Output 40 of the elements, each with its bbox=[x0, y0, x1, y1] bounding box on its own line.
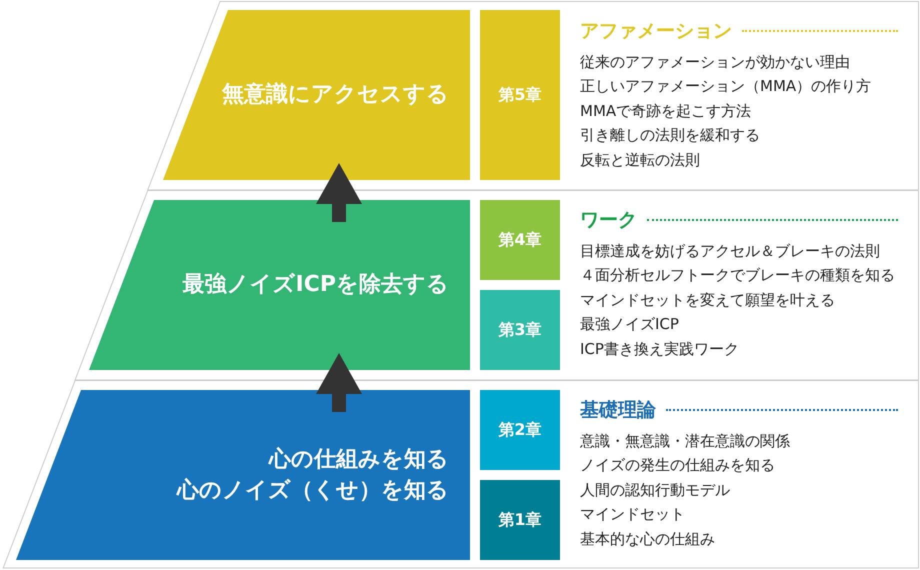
panel-title: 心のノイズ（くせ）を知る bbox=[177, 478, 449, 502]
arrow bbox=[316, 163, 362, 222]
chapter-tile bbox=[480, 480, 560, 560]
chapter-tile bbox=[480, 390, 560, 470]
list-item: MMAで奇跡を起こす方法 bbox=[580, 100, 752, 122]
panel-title: 最強ノイズICPを除去する bbox=[182, 273, 449, 297]
list-item: 基本的な心の仕組み bbox=[580, 528, 716, 550]
list-item: 目標達成を妨げるアクセル＆ブレーキの法則 bbox=[580, 241, 881, 262]
panel-title: 無意識にアクセスする bbox=[222, 83, 449, 107]
chapter-label: 第3章 bbox=[498, 319, 542, 341]
list-item: 最強ノイズICP bbox=[580, 314, 680, 336]
panel-title: 心の仕組みを知る bbox=[269, 448, 449, 472]
list-item: 意識・無意識・潜在意識の関係 bbox=[580, 431, 790, 452]
list-item: 引き離しの法則を緩和する bbox=[580, 125, 761, 146]
list-item: マインドセット bbox=[580, 504, 686, 526]
tier-band bbox=[146, 1, 919, 190]
chapter-label: 第4章 bbox=[498, 229, 542, 251]
chapter-tile bbox=[480, 10, 560, 180]
list-item: 正しいアファメーション（MMA）の作り方 bbox=[580, 76, 872, 98]
list-item: ノイズの発生の仕組みを知る bbox=[580, 455, 776, 476]
list-item: ICP書き換え実践ワーク bbox=[580, 338, 740, 360]
arrow bbox=[316, 353, 362, 412]
section-heading: ワーク bbox=[580, 208, 637, 232]
chapter-label: 第5章 bbox=[498, 84, 542, 106]
chapter-label: 第1章 bbox=[498, 509, 542, 531]
list-item: 従来のアファメーションが効かない理由 bbox=[580, 52, 851, 73]
chapter-label: 第2章 bbox=[498, 419, 542, 441]
section-heading: アファメーション bbox=[580, 19, 732, 43]
tier-band bbox=[2, 380, 919, 568]
parallelogram-panel bbox=[163, 10, 470, 180]
list-item: ４面分析セルフトークでブレーキの種類を知る bbox=[580, 265, 895, 286]
parallelogram-panel bbox=[16, 390, 470, 560]
parallelogram-panel bbox=[89, 200, 470, 370]
chapter-tile bbox=[480, 200, 560, 280]
list-item: 人間の認知行動モデル bbox=[580, 480, 731, 501]
tier-band bbox=[74, 190, 919, 380]
list-item: マインドセットを変えて願望を叶える bbox=[580, 290, 836, 311]
section-heading: 基礎理論 bbox=[580, 398, 656, 422]
chapter-tile bbox=[480, 290, 560, 370]
list-item: 反転と逆転の法則 bbox=[580, 150, 701, 171]
